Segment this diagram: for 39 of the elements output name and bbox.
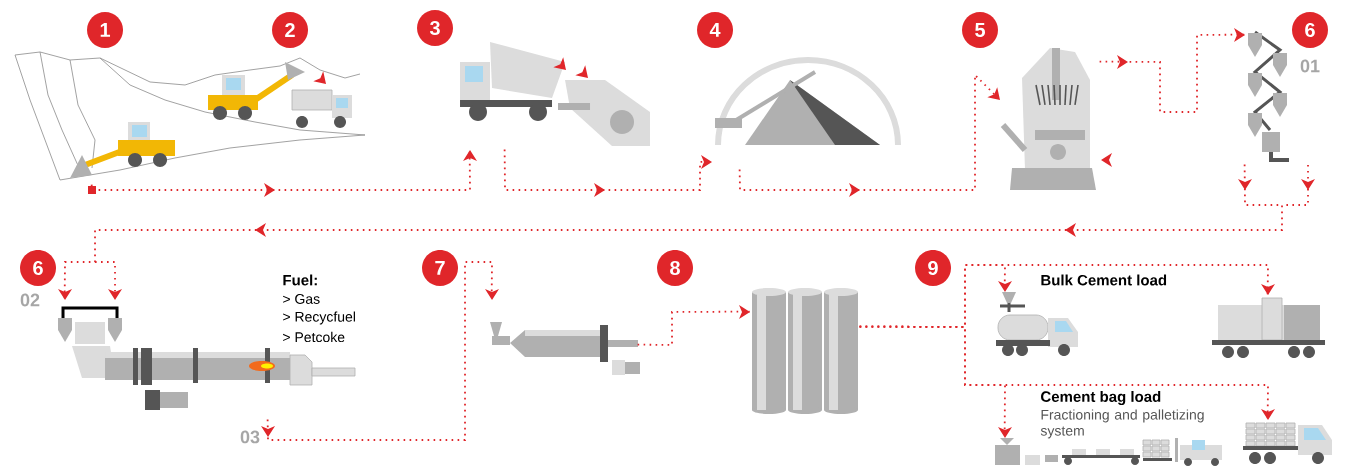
step-badge: 4 [697, 12, 733, 48]
fuel-item: > Gas [283, 294, 320, 304]
step-badge: 6 [20, 250, 56, 286]
step-badge: 5 [962, 12, 998, 48]
step-badge: 2 [272, 12, 308, 48]
step-badge: 9 [915, 250, 951, 286]
flow-arrow [636, 305, 751, 346]
fuel-item: > Recycfuel [283, 311, 355, 325]
step-badge: 6 [1292, 12, 1328, 48]
tanker-truck-drawing [996, 292, 1078, 356]
stage-number: 02 [20, 293, 40, 307]
flow-arrow [88, 148, 477, 197]
truck-crusher-drawing [460, 42, 650, 146]
step-badge: 7 [422, 250, 458, 286]
flow-arrow [858, 325, 1275, 421]
flow-arrow [1098, 28, 1246, 113]
step-badge: 1 [87, 12, 123, 48]
section-heading: Bulk Cement load [1041, 274, 1167, 286]
quarry-drawing [14, 51, 366, 181]
step-badge: 3 [417, 10, 453, 46]
rotary-kiln-drawing [72, 346, 356, 410]
fuel-heading: Fuel: [283, 274, 317, 286]
preheater-tower-drawing [1248, 30, 1289, 162]
stage-number: 03 [240, 430, 260, 444]
rail-wagon-drawing [1212, 297, 1325, 358]
caption-text: Fractioning and palletizing system [1040, 409, 1204, 439]
cyclone-drawing [58, 306, 122, 344]
silo-drawing [752, 288, 858, 414]
section-heading: Cement bag load [1041, 391, 1161, 405]
flow-arrow [261, 261, 499, 441]
bagging-line-drawing [995, 438, 1222, 466]
flatbed-truck-drawing [1243, 422, 1332, 464]
stage-number: 01 [1300, 59, 1320, 73]
flow-arrow [503, 148, 713, 197]
stockpile-drawing [715, 57, 901, 146]
step-badge: 8 [657, 250, 693, 286]
ball-mill-drawing [490, 322, 640, 375]
flow-arrow [58, 163, 1315, 301]
vertical-mill-drawing [1000, 48, 1096, 190]
